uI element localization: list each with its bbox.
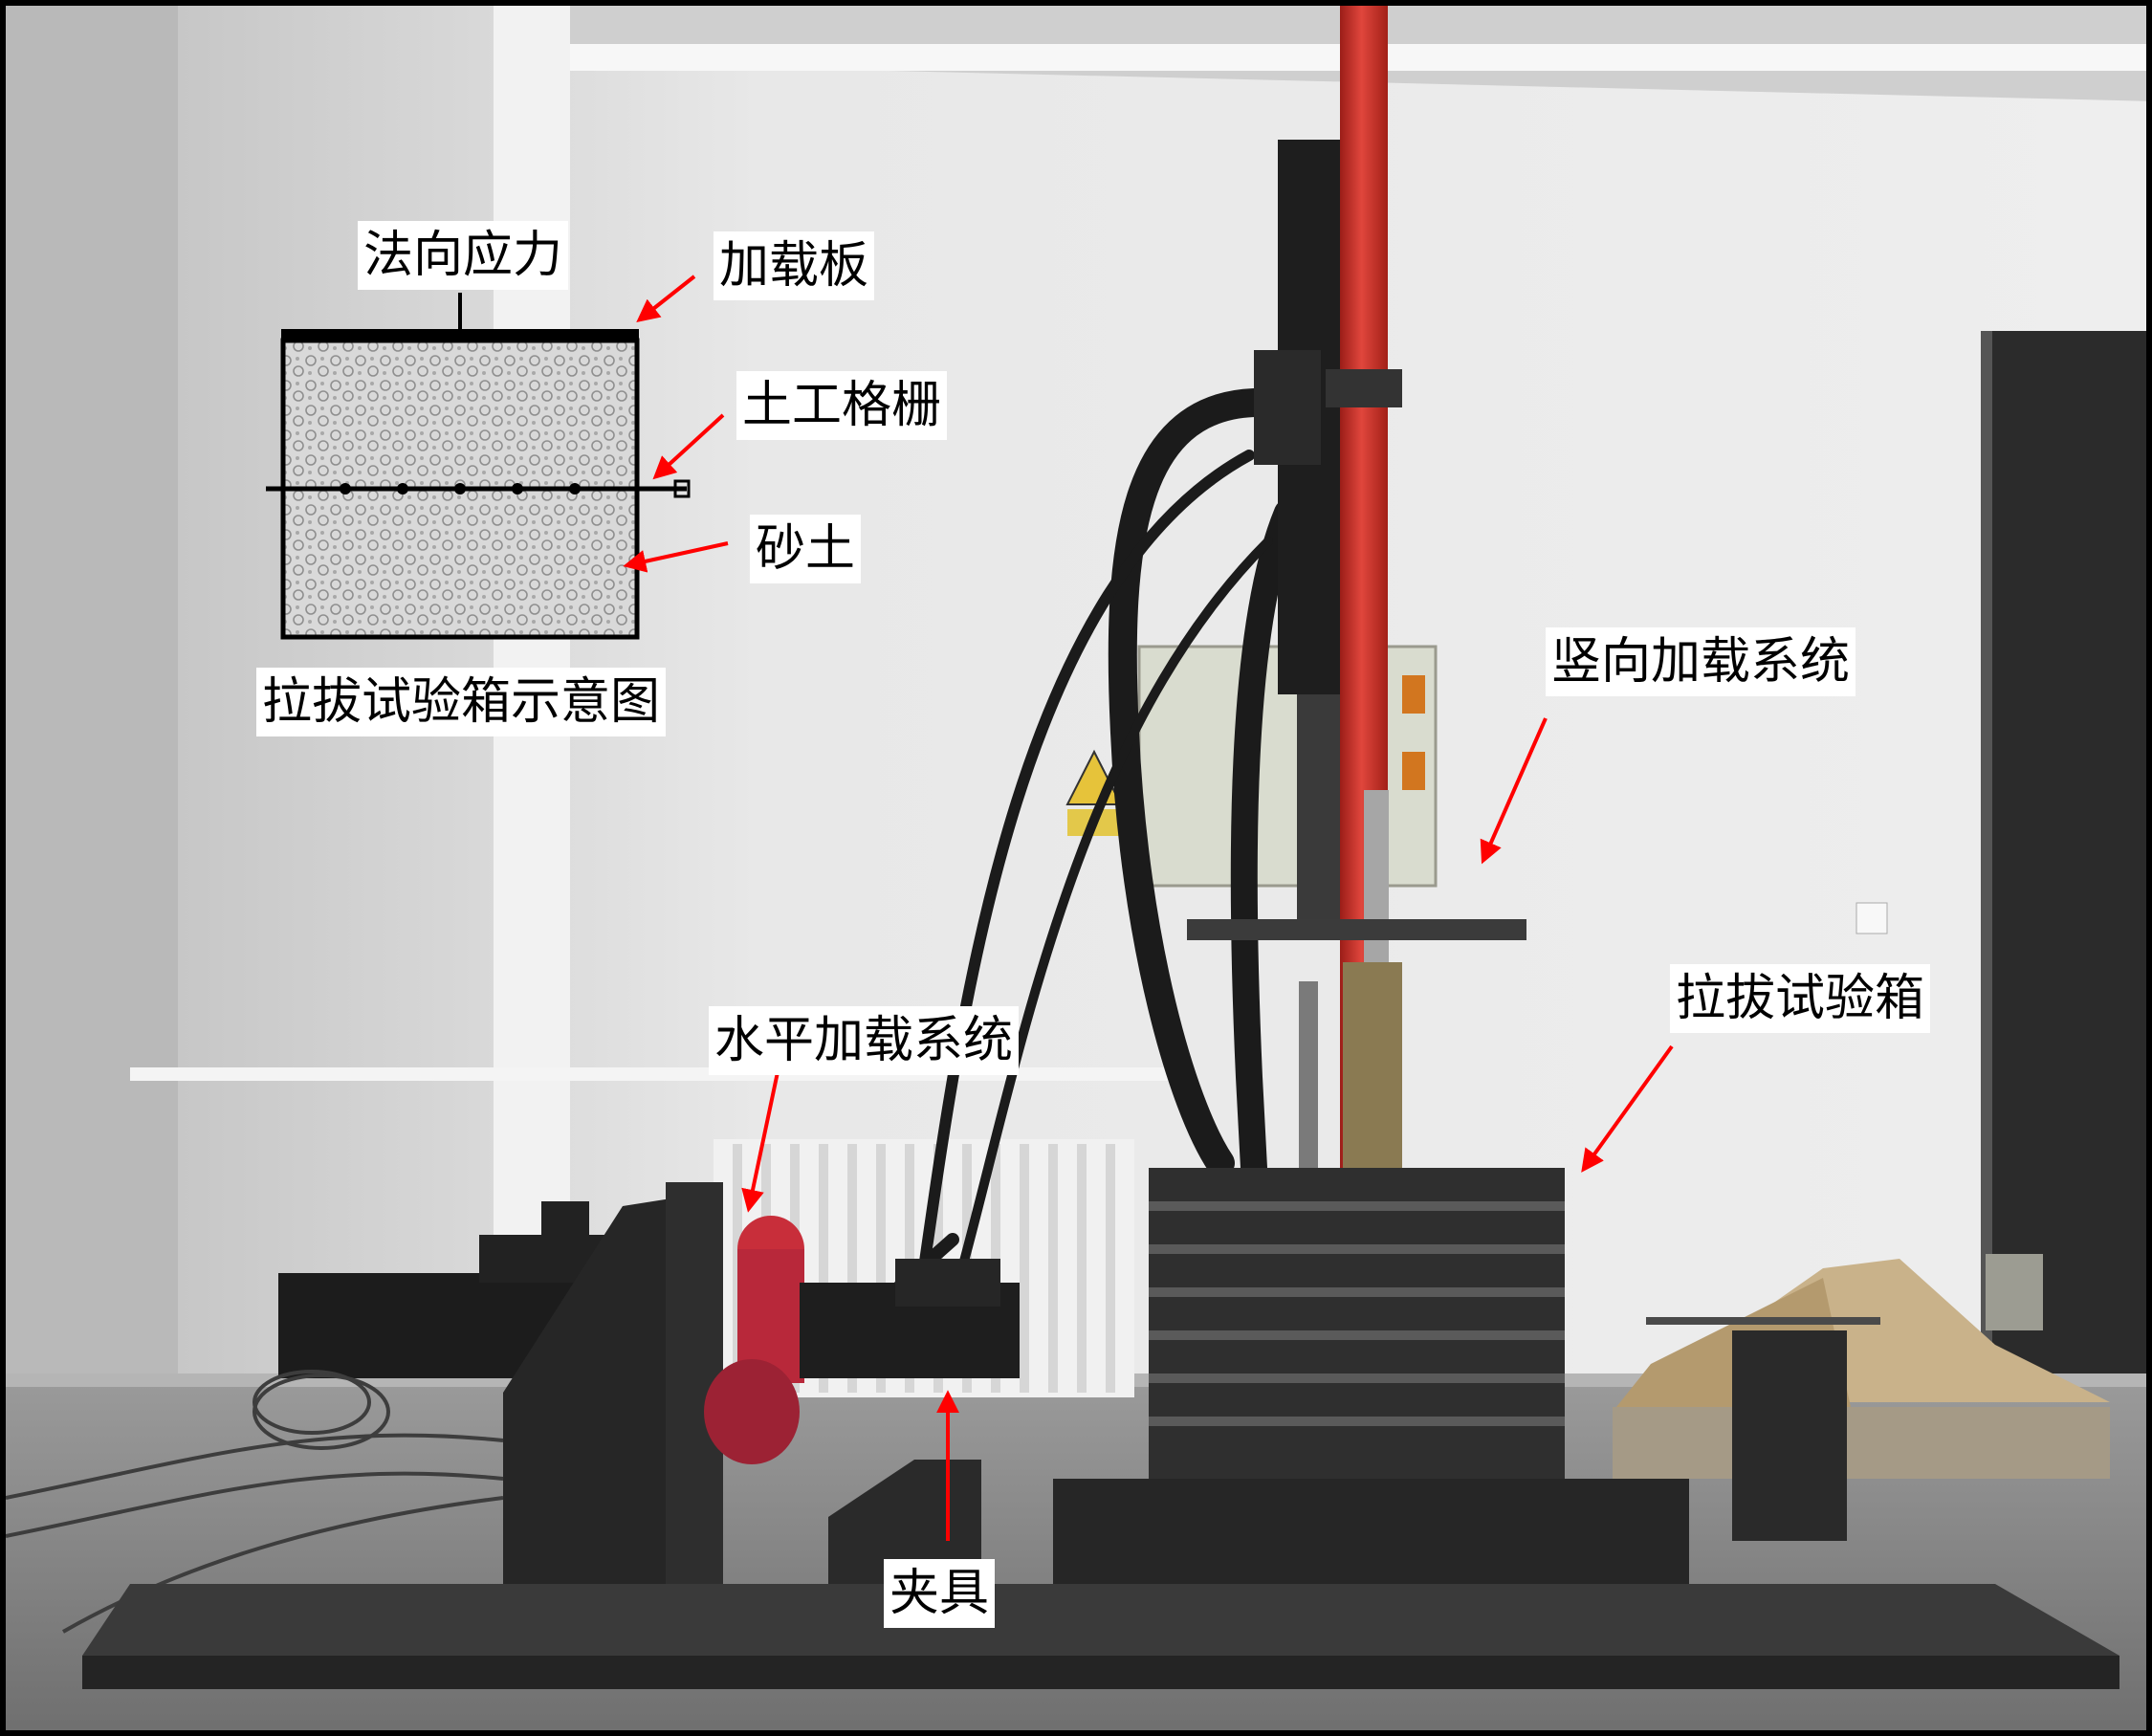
label-schematic-caption: 拉拔试验箱示意图 <box>256 668 667 736</box>
arrow-sand <box>623 541 729 573</box>
label-geogrid: 土工格栅 <box>736 371 948 440</box>
arrow-geogrid <box>652 413 725 480</box>
label-sand: 砂土 <box>750 515 862 583</box>
label-pullout-box: 拉拔试验箱 <box>1670 964 1931 1033</box>
arrow-vertical-loading-system <box>1480 717 1548 865</box>
lab-photo <box>6 6 2146 1730</box>
arrow-horizontal-loading-system <box>741 1071 780 1213</box>
label-horizontal-loading-system: 水平加载系统 <box>709 1006 1020 1075</box>
pullout-box <box>1053 1168 1880 1584</box>
base-platform <box>82 1584 2119 1689</box>
label-loading-plate: 加载板 <box>714 231 875 300</box>
horizontal-loading-system <box>6 1182 1020 1634</box>
label-normal-stress: 法向应力 <box>358 221 569 290</box>
arrow-loading-plate <box>636 275 696 322</box>
label-vertical-loading-system: 竖向加载系统 <box>1546 627 1856 696</box>
pullout-box-schematic <box>266 293 691 640</box>
annotation-arrows <box>623 275 1674 1541</box>
arrow-pullout-box <box>1581 1044 1674 1173</box>
label-clamp: 夹具 <box>884 1559 996 1628</box>
